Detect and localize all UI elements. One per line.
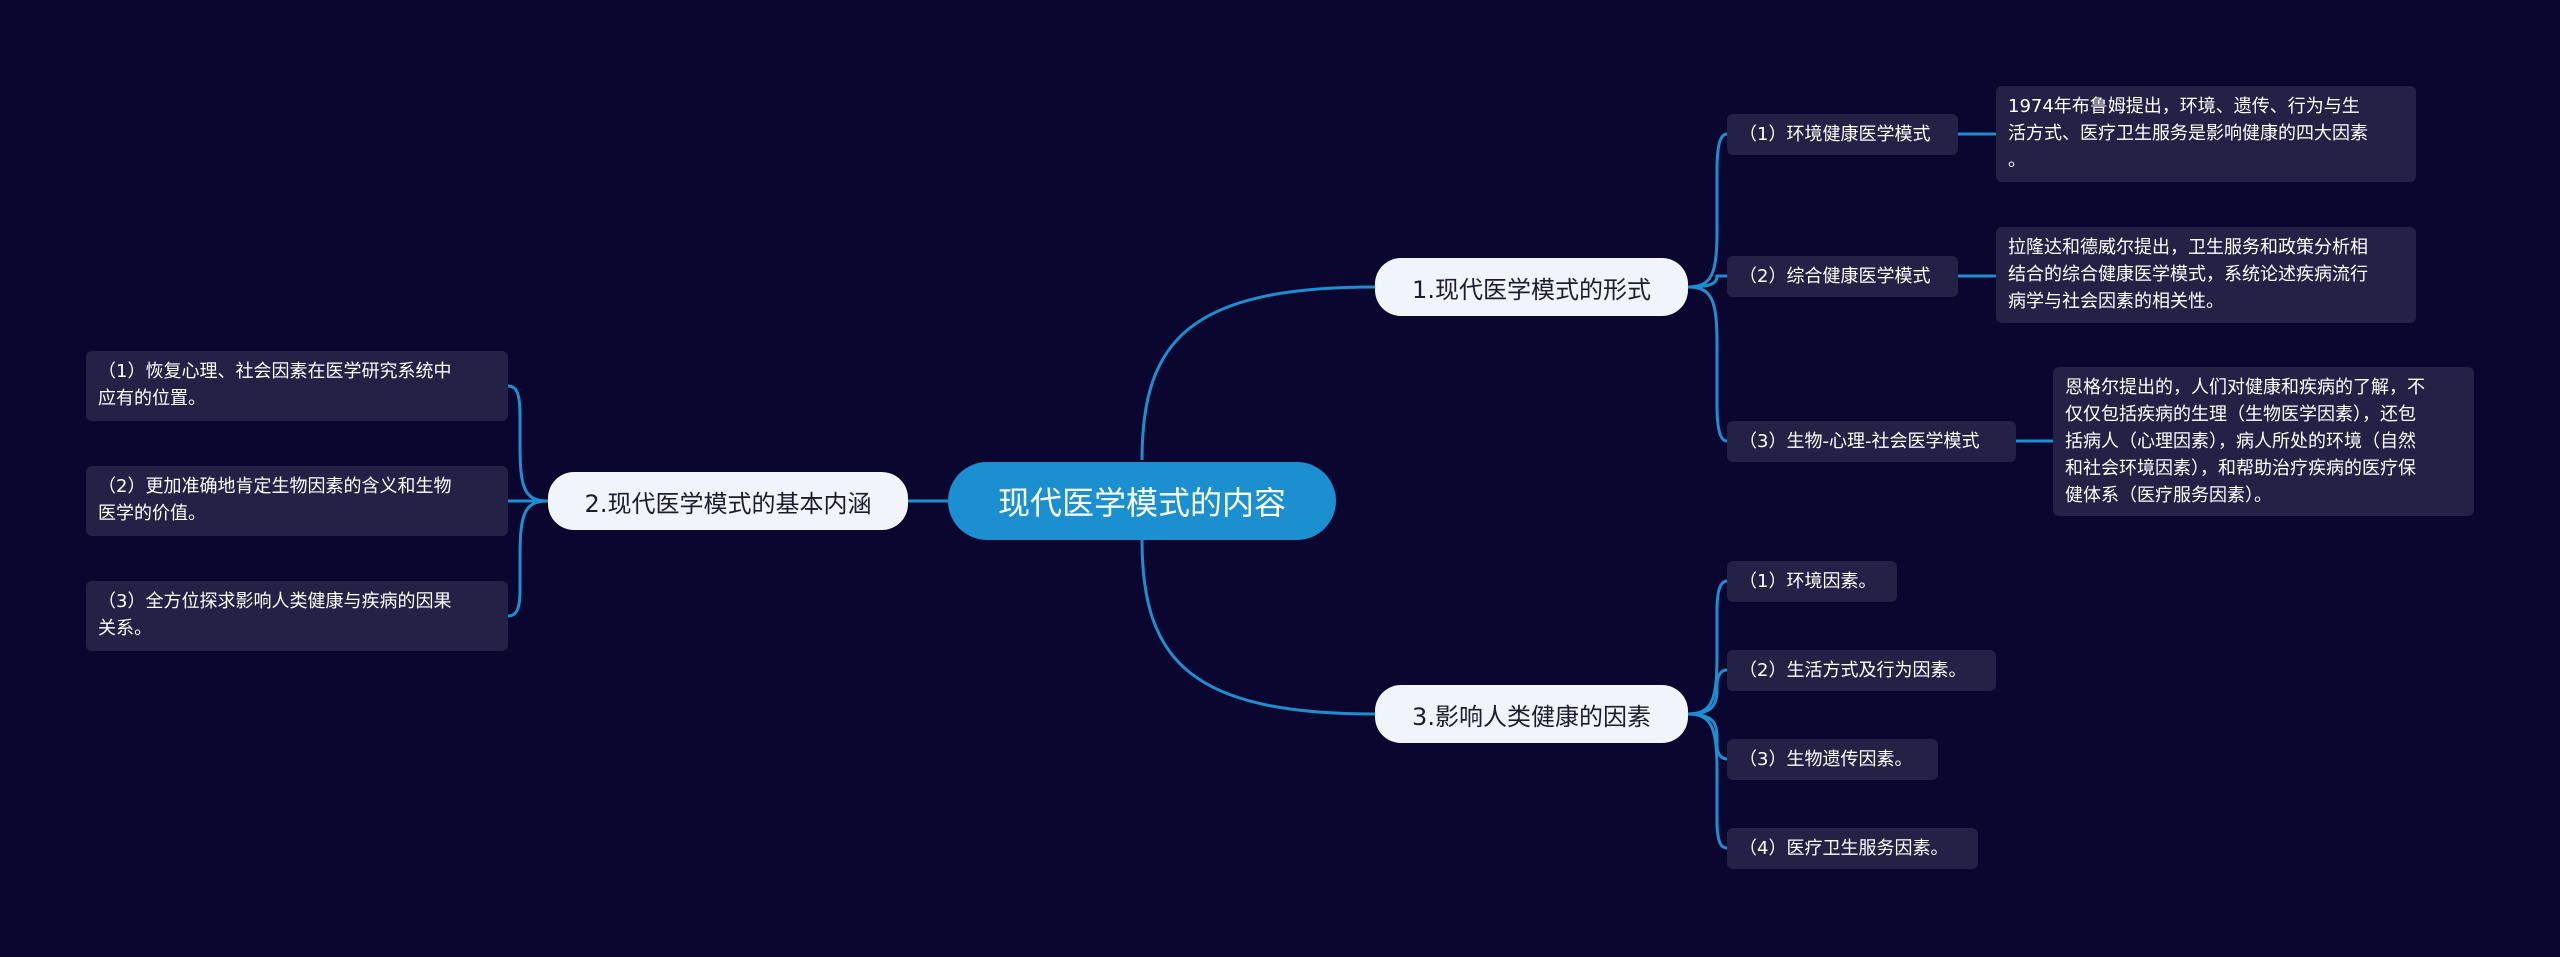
link-b1-item-3 — [1687, 285, 1728, 443]
branch-topic-1[interactable]: 1.现代医学模式的形式 — [1375, 258, 1688, 316]
branch-topic-3[interactable]: 3.影响人类健康的因素 — [1375, 685, 1688, 743]
b2-subtopic-2[interactable]: （2）更加准确地肯定生物因素的含义和生物 医学的价值。 — [86, 466, 508, 536]
b1-subtopic-2[interactable]: （2）综合健康医学模式 — [1727, 256, 1958, 297]
b1-subtopic-1-detail[interactable]: 1974年布鲁姆提出，环境、遗传、行为与生 活方式、医疗卫生服务是影响健康的四大… — [1996, 86, 2416, 182]
b1-subtopic-2-detail[interactable]: 拉隆达和德威尔提出，卫生服务和政策分析相 结合的综合健康医学模式，系统论述疾病流… — [1996, 227, 2416, 323]
b3-subtopic-4[interactable]: （4）医疗卫生服务因素。 — [1727, 828, 1978, 869]
b3-subtopic-2[interactable]: （2）生活方式及行为因素。 — [1727, 650, 1996, 691]
b1-subtopic-1[interactable]: （1）环境健康医学模式 — [1727, 114, 1958, 155]
link-b3-item-4 — [1687, 712, 1728, 850]
b3-subtopic-3[interactable]: （3）生物遗传因素。 — [1727, 739, 1938, 780]
b2-subtopic-1[interactable]: （1）恢复心理、社会因素在医学研究系统中 应有的位置。 — [86, 351, 508, 421]
link-b1-item-2 — [1687, 274, 1727, 289]
link-b3-item-1 — [1687, 579, 1728, 716]
link-root-branch-1 — [1140, 285, 1376, 461]
link-b2-item-1 — [507, 384, 549, 503]
link-b2-item-3 — [507, 499, 549, 618]
link-b3-item-2 — [1687, 668, 1728, 716]
b2-subtopic-3[interactable]: （3）全方位探求影响人类健康与疾病的因果 关系。 — [86, 581, 508, 651]
link-root-branch-3 — [1140, 539, 1376, 716]
branch-topic-2[interactable]: 2.现代医学模式的基本内涵 — [548, 472, 908, 530]
link-b3-item-3 — [1687, 712, 1728, 761]
b3-subtopic-1[interactable]: （1）环境因素。 — [1727, 561, 1897, 602]
b1-subtopic-3-detail[interactable]: 恩格尔提出的，人们对健康和疾病的了解，不 仅仅包括疾病的生理（生物医学因素），还… — [2053, 367, 2474, 516]
b1-subtopic-3[interactable]: （3）生物-心理-社会医学模式 — [1727, 421, 2016, 462]
link-b1-item-1 — [1687, 132, 1728, 289]
root-topic[interactable]: 现代医学模式的内容 — [948, 462, 1336, 540]
